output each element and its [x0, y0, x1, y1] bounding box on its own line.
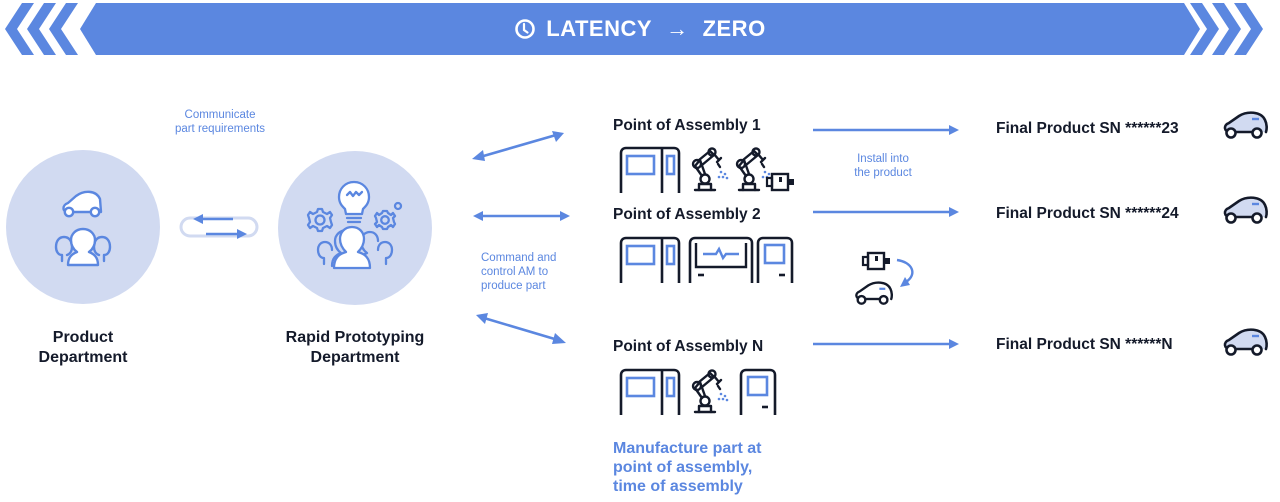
- robot-arm-icon: [691, 147, 730, 192]
- banner-arrow: →: [666, 16, 689, 41]
- chevron-left-2: [27, 3, 56, 55]
- banner-title: LATENCY → ZERO: [0, 0, 1280, 58]
- banner-bar: [80, 3, 1200, 55]
- car-icon: [1223, 111, 1268, 139]
- curved-arrow-icon: [896, 258, 914, 283]
- link-arrow-poa1: [479, 133, 557, 159]
- manufacture-highlight: Manufacture part at point of assembly, t…: [613, 440, 762, 495]
- rapid-prototyping-label: Rapid Prototyping Department: [285, 329, 425, 366]
- car-icon: [1223, 328, 1268, 356]
- chevron-right-3: [1234, 3, 1263, 55]
- part-icon: [861, 251, 892, 271]
- chevron-left-1: [5, 3, 34, 55]
- product-department-label: Product Department: [38, 329, 128, 366]
- poa-title-1: Point of Assembly 1: [613, 117, 761, 134]
- communicate-note: Communicate part requirements: [174, 109, 266, 135]
- cabinet-machine-icon: [739, 368, 777, 417]
- link-arrow-poan: [483, 316, 559, 342]
- banner-title-left: LATENCY: [546, 16, 653, 41]
- final-product-label-n: Final Product SN ******N: [996, 336, 1173, 353]
- install-note: Install into the product: [854, 153, 912, 179]
- poa-title-2: Point of Assembly 2: [613, 206, 761, 223]
- chevron-left-3: [49, 3, 78, 55]
- am-machine-icon: [619, 368, 681, 417]
- chevron-right-2: [1212, 3, 1241, 55]
- final-product-label-2: Final Product SN ******24: [996, 205, 1179, 222]
- robot-arm-icon: [691, 369, 730, 414]
- ideas-and-people-icon: [306, 180, 403, 270]
- command-note: Command and control AM to produce part: [481, 252, 557, 292]
- poa-title-n: Point of Assembly N: [613, 338, 764, 355]
- am-machine-icon: [619, 146, 681, 195]
- car-icon: [855, 281, 893, 305]
- banner-title-right: ZERO: [702, 16, 766, 41]
- part-icon: [765, 172, 796, 192]
- cabinet-machine-icon: [756, 236, 794, 285]
- chevron-right-1: [1190, 3, 1219, 55]
- product-department-circle: [6, 150, 160, 304]
- car-icon: [1223, 196, 1268, 224]
- final-product-label-1: Final Product SN ******23: [996, 120, 1179, 137]
- car-and-people-icon: [54, 190, 112, 267]
- clock-icon: [515, 19, 536, 39]
- am-machine-icon: [619, 236, 681, 285]
- banner: [5, 3, 1263, 55]
- monitor-machine-icon: [688, 236, 754, 285]
